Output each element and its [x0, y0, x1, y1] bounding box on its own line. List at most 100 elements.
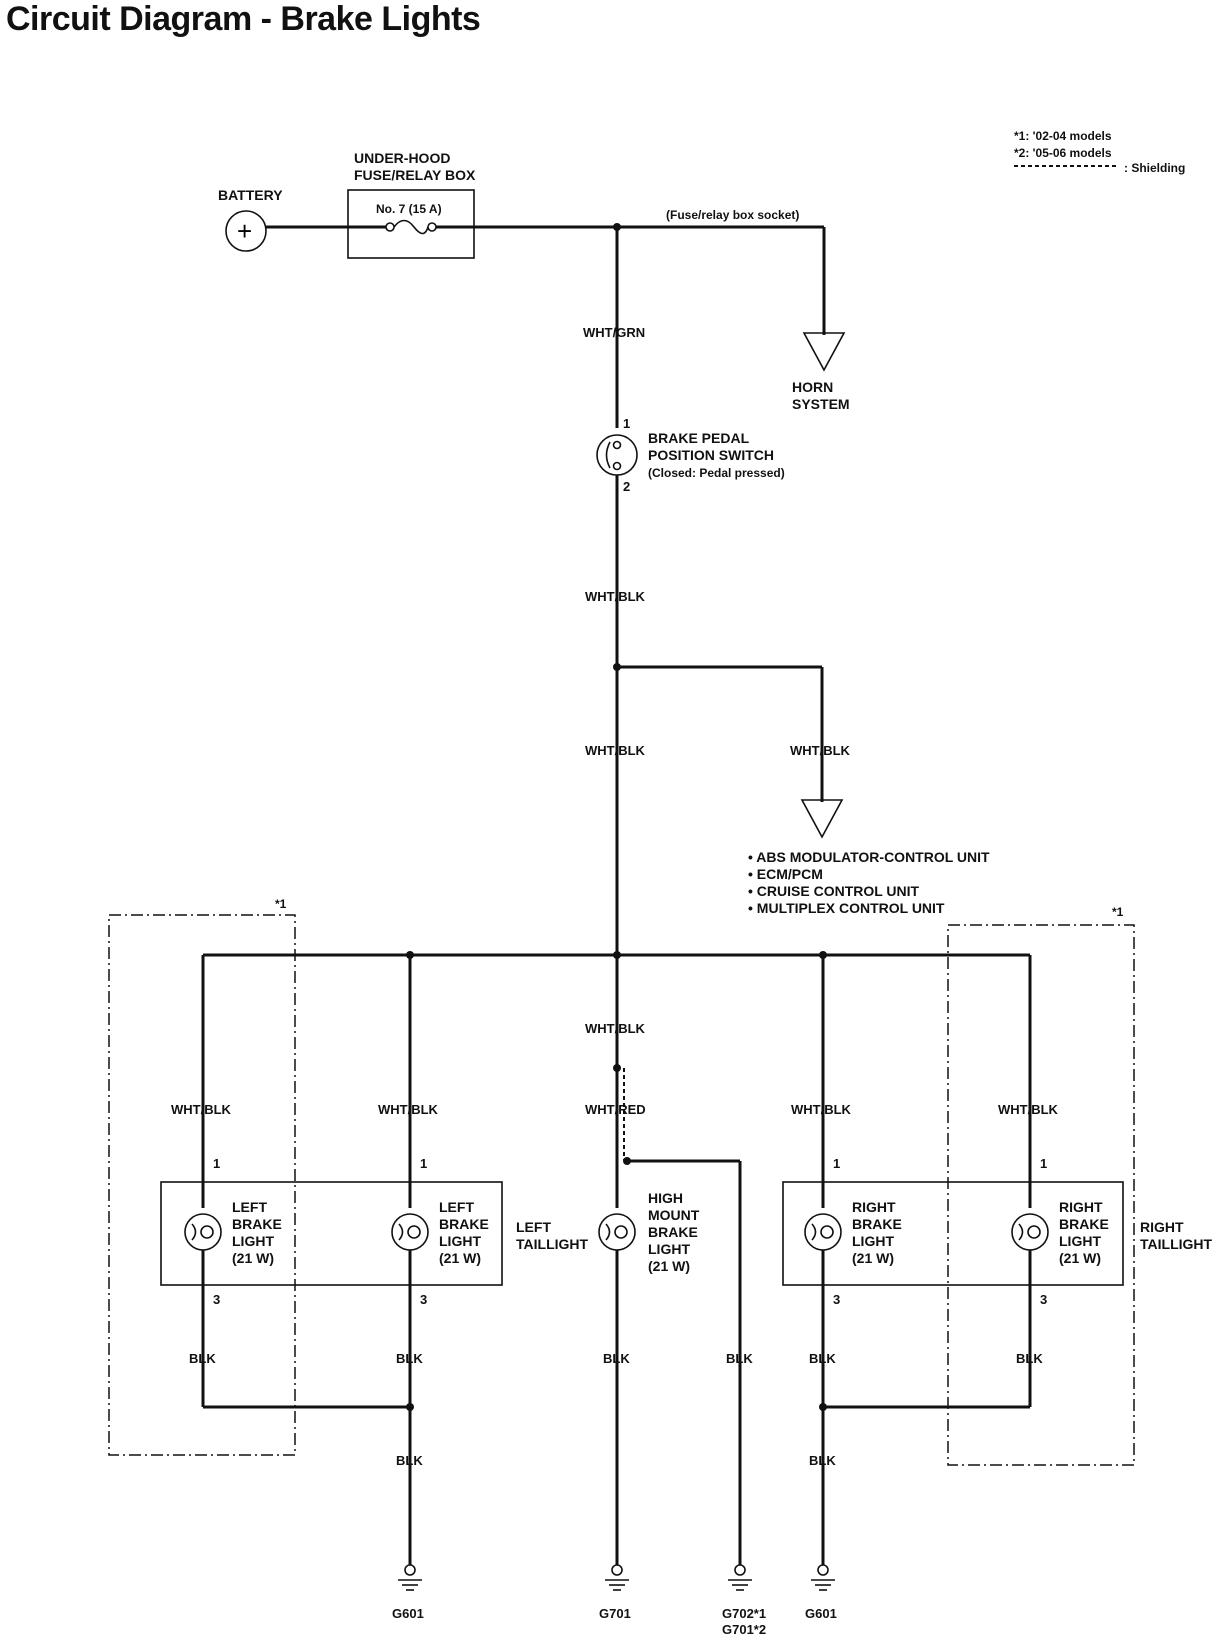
svg-text:(21 W): (21 W) — [648, 1258, 690, 1274]
horn-label-1: HORN — [792, 379, 833, 395]
fuse-box-label-1: UNDER-HOOD — [354, 150, 450, 166]
bulb-left-2 — [391, 1213, 429, 1251]
wire-label-lamp-l1: WHT/BLK — [171, 1102, 232, 1117]
battery-plus-icon: + — [237, 216, 252, 246]
pin-1-r2: 1 — [1040, 1156, 1047, 1171]
svg-text:LIGHT: LIGHT — [852, 1233, 894, 1249]
wire-label-wht-blk-3: WHT/BLK — [790, 743, 851, 758]
switch-contact-icon — [605, 441, 611, 469]
page-title: Circuit Diagram - Brake Lights — [6, 0, 481, 38]
bulb-right-2 — [1011, 1213, 1049, 1251]
bulb-left-1 — [184, 1213, 222, 1251]
svg-text:BRAKE: BRAKE — [852, 1216, 902, 1232]
fuse-box-outline — [347, 189, 475, 259]
fuse-icon — [348, 219, 474, 235]
lamp-label-left-2: LEFT BRAKE LIGHT (21 W) — [439, 1199, 489, 1266]
wire-label-blk-4: BLK — [726, 1351, 753, 1366]
wire-label-lamp-r2: WHT/BLK — [998, 1102, 1059, 1117]
shielding-legend-label: : Shielding — [1124, 161, 1185, 175]
horn-label-2: SYSTEM — [792, 396, 850, 412]
abs-target-1: • ABS MODULATOR-CONTROL UNIT — [748, 849, 990, 865]
switch-pin-2: 2 — [623, 479, 630, 494]
abs-arrow-icon — [800, 799, 844, 839]
pin-1-l2: 1 — [420, 1156, 427, 1171]
fuse-relay-box: UNDER-HOOD FUSE/RELAY BOX No. 7 (15 A) — [347, 150, 476, 259]
wire-label-blk-2: BLK — [396, 1351, 423, 1366]
pin-3-r2: 3 — [1040, 1292, 1047, 1307]
lamp-label-right-2: RIGHT BRAKE LIGHT (21 W) — [1059, 1199, 1109, 1266]
wire-label-blk-6: BLK — [1016, 1351, 1043, 1366]
wire-label-wht-blk-2: WHT/BLK — [585, 743, 646, 758]
ground-g701: G701 — [599, 1564, 631, 1621]
wire-label-wht-grn: WHT/GRN — [583, 325, 645, 340]
right-taillight-label-2: TAILLIGHT — [1140, 1236, 1213, 1252]
svg-text:(21 W): (21 W) — [1059, 1250, 1101, 1266]
legend-notes: *1: '02-04 models *2: '05-06 models : Sh… — [1014, 129, 1185, 175]
wire-label-wht-blk-center: WHT/BLK — [585, 1021, 646, 1036]
abs-target-3: • CRUISE CONTROL UNIT — [748, 883, 920, 899]
svg-text:BRAKE: BRAKE — [439, 1216, 489, 1232]
junction-right-ground — [819, 1403, 827, 1411]
ground-g702-g701: G702*1 G701*2 — [722, 1564, 766, 1637]
left-taillight-housing — [160, 1181, 503, 1286]
lamp-label-high-mount: HIGH MOUNT BRAKE LIGHT (21 W) — [648, 1190, 700, 1274]
switch-label-1: BRAKE PEDAL — [648, 430, 750, 446]
svg-text:LIGHT: LIGHT — [232, 1233, 274, 1249]
pin-3-l1: 3 — [213, 1292, 220, 1307]
svg-text:RIGHT: RIGHT — [852, 1199, 896, 1215]
battery-symbol — [225, 210, 267, 252]
abs-target-2: • ECM/PCM — [748, 866, 823, 882]
abs-target-list: • ABS MODULATOR-CONTROL UNIT • ECM/PCM •… — [748, 849, 990, 916]
svg-text:BRAKE: BRAKE — [1059, 1216, 1109, 1232]
svg-text:LIGHT: LIGHT — [439, 1233, 481, 1249]
svg-text:BRAKE: BRAKE — [648, 1224, 698, 1240]
right-shielding — [947, 924, 1135, 1466]
ground-label-g701: G701 — [599, 1606, 631, 1621]
wire-label-blk-8: BLK — [809, 1453, 836, 1468]
svg-text:(21 W): (21 W) — [439, 1250, 481, 1266]
svg-text:LIGHT: LIGHT — [1059, 1233, 1101, 1249]
note-1: *1: '02-04 models — [1014, 129, 1112, 143]
svg-text:BRAKE: BRAKE — [232, 1216, 282, 1232]
ground-label-g701-alt: G701*2 — [722, 1622, 766, 1637]
svg-text:(21 W): (21 W) — [232, 1250, 274, 1266]
pin-1-l1: 1 — [213, 1156, 220, 1171]
svg-text:(21 W): (21 W) — [852, 1250, 894, 1266]
horn-arrow-icon — [802, 332, 846, 372]
lamp-label-left-1: LEFT BRAKE LIGHT (21 W) — [232, 1199, 282, 1266]
pin-1-r1: 1 — [833, 1156, 840, 1171]
bulb-right-1 — [804, 1213, 842, 1251]
fuse-label: No. 7 (15 A) — [376, 202, 442, 216]
svg-text:RIGHT: RIGHT — [1059, 1199, 1103, 1215]
wire-label-blk-1: BLK — [189, 1351, 216, 1366]
horn-system: HORN SYSTEM — [792, 332, 850, 412]
junction-center-splice — [613, 1064, 621, 1072]
battery-label: BATTERY — [218, 187, 283, 203]
wire-label-wht-blk-1: WHT/BLK — [585, 589, 646, 604]
switch-label-2: POSITION SWITCH — [648, 447, 774, 463]
pin-3-l2: 3 — [420, 1292, 427, 1307]
right-shield-note: *1 — [1112, 905, 1124, 919]
right-taillight-housing — [782, 1181, 1124, 1286]
ground-label-g601-right: G601 — [805, 1606, 837, 1621]
wire-label-blk-7: BLK — [396, 1453, 423, 1468]
switch-label-3: (Closed: Pedal pressed) — [648, 466, 785, 480]
switch-pin-1: 1 — [623, 416, 630, 431]
right-taillight-label-1: RIGHT — [1140, 1219, 1184, 1235]
svg-text:HIGH: HIGH — [648, 1190, 683, 1206]
ground-g601-right: G601 — [805, 1564, 837, 1621]
pin-3-r1: 3 — [833, 1292, 840, 1307]
svg-text:LIGHT: LIGHT — [648, 1241, 690, 1257]
fuse-box-label-2: FUSE/RELAY BOX — [354, 167, 476, 183]
svg-text:LEFT: LEFT — [439, 1199, 474, 1215]
svg-text:LEFT: LEFT — [232, 1199, 267, 1215]
svg-text:MOUNT: MOUNT — [648, 1207, 700, 1223]
bulb-high-mount — [598, 1213, 636, 1251]
lamp-label-right-1: RIGHT BRAKE LIGHT (21 W) — [852, 1199, 902, 1266]
ground-label-g702: G702*1 — [722, 1606, 766, 1621]
ground-g601-left: G601 — [392, 1564, 424, 1621]
battery: BATTERY + — [218, 187, 283, 252]
left-taillight-label-1: LEFT — [516, 1219, 551, 1235]
wire-label-blk-5: BLK — [809, 1351, 836, 1366]
